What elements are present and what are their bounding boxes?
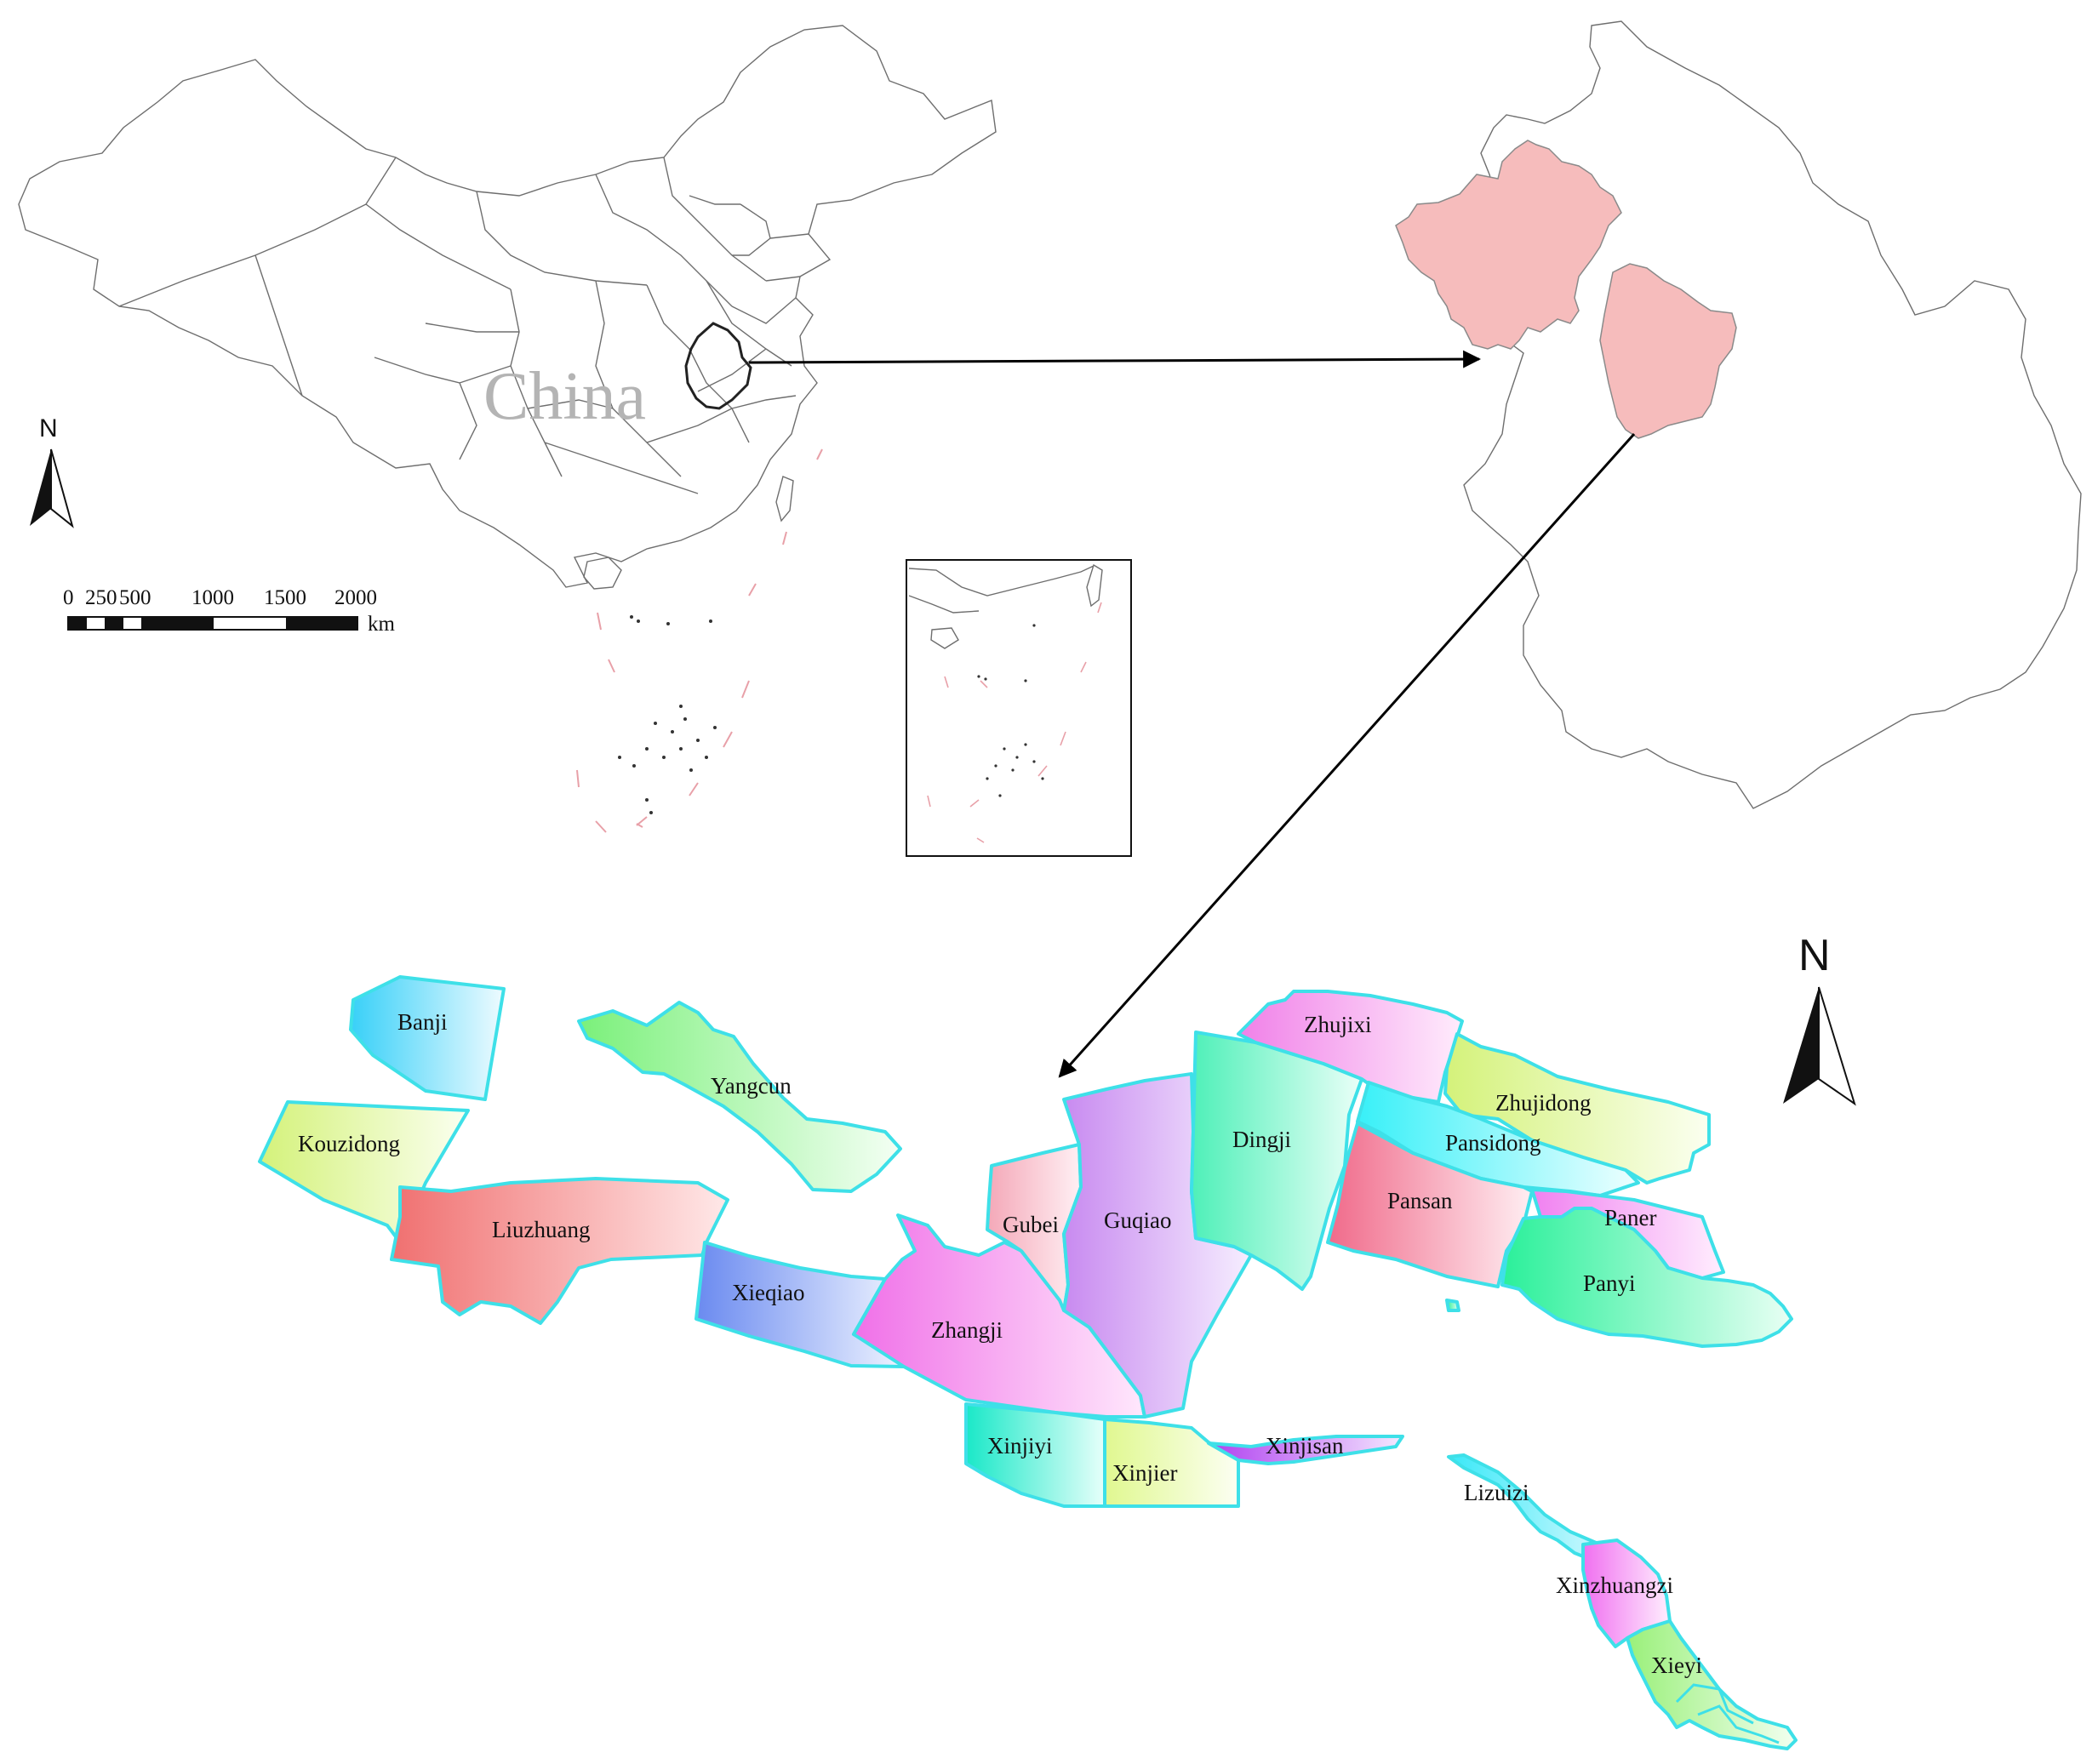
- south-china-sea-islands: [618, 615, 717, 814]
- anhui-outline-small: [684, 322, 752, 410]
- label-banji: Banji: [397, 1009, 448, 1035]
- scale-tick-250: 250: [85, 586, 117, 609]
- label-lizuizi: Lizuizi: [1464, 1480, 1529, 1505]
- label-xinjisan: Xinjisan: [1266, 1433, 1344, 1459]
- label-liuzhuang: Liuzhuang: [492, 1217, 590, 1242]
- label-zhangji: Zhangji: [931, 1317, 1003, 1343]
- label-dingji: Dingji: [1232, 1127, 1291, 1152]
- south-china-sea-inset: [906, 559, 1132, 857]
- area-liuzhuang: [390, 1177, 729, 1325]
- scale-unit: km: [368, 613, 396, 636]
- hainan-island: [583, 557, 622, 590]
- area-panyi-islet: [1445, 1299, 1460, 1312]
- fuyang-city-highlight: [1599, 263, 1737, 439]
- arrow-anhui-to-mines: [1058, 433, 1636, 1078]
- anhui-province-map: [1395, 20, 2082, 809]
- label-paner: Paner: [1604, 1205, 1656, 1230]
- label-xinzhuangzi: Xinzhuangzi: [1556, 1573, 1673, 1598]
- label-panyi: Panyi: [1583, 1270, 1636, 1296]
- north-arrow-large: N: [1783, 931, 1856, 1106]
- inset-frame: [906, 559, 1132, 857]
- scale-tick-1000: 1000: [191, 586, 234, 609]
- label-zhujidong: Zhujidong: [1495, 1090, 1592, 1116]
- china-outline: [18, 25, 997, 588]
- area-kouzidong: [258, 1100, 470, 1244]
- arrow-china-to-anhui: [748, 350, 1482, 368]
- north-label-large: N: [1798, 931, 1831, 980]
- label-xinjier: Xinjier: [1112, 1460, 1177, 1486]
- label-xieqiao: Xieqiao: [732, 1280, 804, 1305]
- area-panyi: [1500, 1207, 1793, 1348]
- south-china-sea-dashes: [576, 448, 823, 833]
- label-yangcun: Yangcun: [711, 1073, 792, 1099]
- scale-tick-1500: 1500: [264, 586, 306, 609]
- north-arrow-small-icon: [30, 449, 51, 526]
- taiwan-island: [775, 476, 794, 522]
- label-zhujixi: Zhujixi: [1304, 1012, 1372, 1037]
- north-label-small: N: [39, 414, 58, 442]
- north-arrow-large-icon: [1783, 987, 1819, 1104]
- scale-tick-2000: 2000: [334, 586, 377, 609]
- label-kouzidong: Kouzidong: [298, 1131, 400, 1156]
- anhui-outline: [1459, 20, 2082, 809]
- xieyi-inner-lines: [1675, 1683, 1780, 1744]
- scale-tick-0: 0: [63, 586, 74, 609]
- mining-areas: [258, 975, 1798, 1750]
- label-pansidong: Pansidong: [1445, 1130, 1541, 1156]
- inset-coastline: [908, 563, 1103, 649]
- area-xinjiyi: [964, 1402, 1106, 1508]
- label-guqiao: Guqiao: [1104, 1207, 1171, 1233]
- north-arrow-small: N: [30, 414, 74, 528]
- label-xieyi: Xieyi: [1651, 1653, 1702, 1678]
- label-pansan: Pansan: [1387, 1188, 1453, 1213]
- area-banji: [349, 975, 506, 1101]
- scale-tick-500: 500: [119, 586, 151, 609]
- inset-dashes: [927, 602, 1102, 843]
- area-yangcun: [577, 1001, 902, 1193]
- china-label: China: [483, 359, 646, 434]
- scale-bar: 0 250 500 1000 1500 2000 km: [63, 586, 396, 636]
- area-xieyi: [1626, 1619, 1798, 1750]
- province-boundaries: [118, 157, 809, 494]
- china-map: China: [18, 25, 997, 833]
- label-xinjiyi: Xinjiyi: [987, 1433, 1053, 1459]
- inset-islands: [977, 624, 1044, 797]
- huainan-city-highlight: [1395, 140, 1622, 350]
- area-pansan: [1326, 1122, 1534, 1288]
- label-gubei: Gubei: [1003, 1212, 1059, 1237]
- mining-area-labels: Banji Yangcun Kouzidong Liuzhuang Xieqia…: [298, 1009, 1702, 1678]
- area-xinjisan: [1207, 1435, 1404, 1465]
